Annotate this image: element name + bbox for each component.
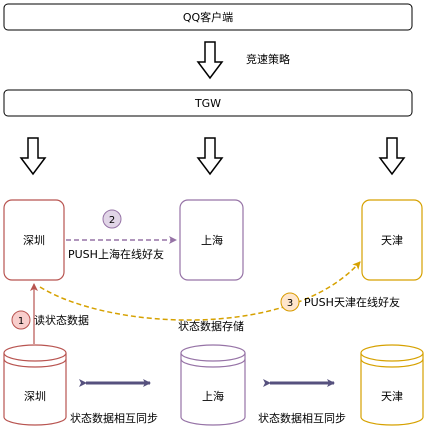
sync-label-right: 状态数据相互同步 xyxy=(258,411,346,425)
db-shenzhen: 深圳 xyxy=(3,344,67,426)
app-node-tianjin: 天津 xyxy=(361,199,423,281)
push-tianjin-arrow xyxy=(39,261,361,321)
step-3-label: PUSH天津在线好友 xyxy=(304,295,400,309)
app-tianjin-label: 天津 xyxy=(381,234,403,247)
down-arrow-icon xyxy=(19,137,47,176)
app-shanghai-label: 上海 xyxy=(201,233,223,247)
app-node-shenzhen: 深圳 xyxy=(3,199,65,281)
step-3-badge: 3 xyxy=(280,292,300,312)
qq-client-node: QQ客户端 xyxy=(3,3,413,31)
db-shanghai-label: 上海 xyxy=(202,389,224,403)
app-shenzhen-label: 深圳 xyxy=(23,234,45,247)
step-2-label: PUSH上海在线好友 xyxy=(68,247,164,261)
tgw-label: TGW xyxy=(194,97,221,110)
db-shanghai: 上海 xyxy=(180,344,246,426)
down-arrow-icon xyxy=(196,137,224,176)
step-1-label: 读状态数据 xyxy=(34,313,89,327)
app-node-shanghai: 上海 xyxy=(179,199,244,281)
storage-label: 状态数据存储 xyxy=(178,319,244,333)
db-shenzhen-label: 深圳 xyxy=(24,390,46,403)
db-tianjin-label: 天津 xyxy=(381,390,403,403)
step-2-number: 2 xyxy=(109,215,115,226)
speed-strategy-label: 竞速策略 xyxy=(246,52,290,66)
tgw-node: TGW xyxy=(3,89,413,117)
step-2-badge: 2 xyxy=(102,209,122,229)
db-tianjin: 天津 xyxy=(360,344,424,426)
down-arrow-icon xyxy=(378,137,406,176)
down-arrow-icon xyxy=(196,41,224,80)
qq-client-label: QQ客户端 xyxy=(183,10,233,24)
step-1-number: 1 xyxy=(18,316,24,327)
step-1-badge: 1 xyxy=(11,310,31,330)
step-3-number: 3 xyxy=(287,298,293,309)
sync-label-left: 状态数据相互同步 xyxy=(70,411,158,425)
